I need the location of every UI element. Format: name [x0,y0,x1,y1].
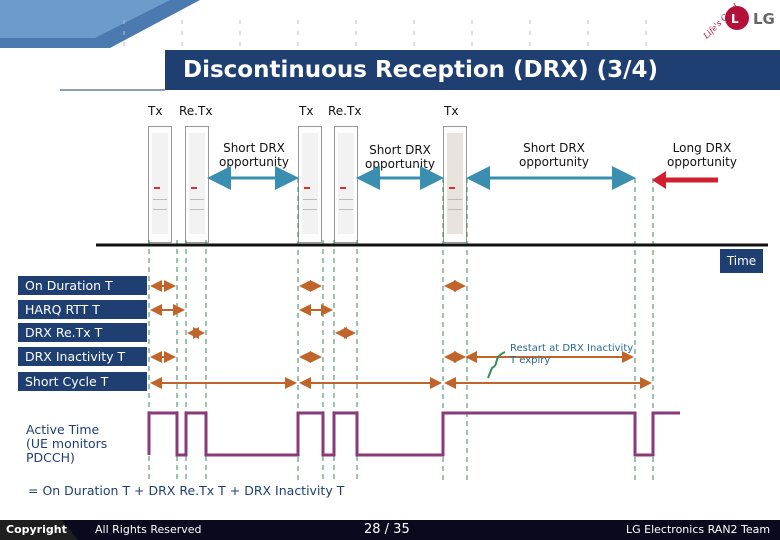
footer-rights: All Rights Reserved [95,523,202,536]
label-tx-3: Tx [444,104,459,118]
lg-logo-icon: L LG Life's Good [701,2,775,41]
phone-image-tx-1 [148,126,172,243]
active-time-label: Active Time (UE monitors PDCCH) [26,422,108,465]
label-retx-1: Re.Tx [179,104,213,118]
drx-timing-diagram [96,166,768,480]
label-retx-2: Re.Tx [328,104,362,118]
label-tx-1: Tx [148,104,163,118]
long-drx-arrowhead [652,171,666,189]
svg-text:L: L [731,12,739,26]
title-bar [165,50,780,90]
phone-image-retx-2 [334,126,358,243]
row-label-drx-retx: DRX Re.Tx T [18,323,147,342]
phone-image-retx-1 [185,126,209,243]
footer-copyright-badge [0,520,78,540]
short-drx-opportunity-1: Short DRX opportunity [219,141,289,169]
restart-squiggle [487,351,506,379]
logo-text: LG [753,10,775,28]
short-drx-opportunity-3: Short DRX opportunity [519,141,589,169]
time-label: Time [720,249,763,273]
footer-page-number: 28 / 35 [364,522,410,537]
active-time-formula: = On Duration T + DRX Re.Tx T + DRX Inac… [28,483,345,498]
row-label-harq-rtt: HARQ RTT T [18,300,147,319]
page-title: Discontinuous Reception (DRX) (3/4) [183,57,659,83]
footer-bar [0,520,780,540]
label-tx-2: Tx [299,104,314,118]
header-decoration [0,0,647,91]
row-label-short-cycle: Short Cycle T [18,372,147,391]
row-label-on-duration: On Duration T [18,276,147,295]
restart-note: Restart at DRX Inactivity T expiry [510,343,634,366]
footer-team: LG Electronics RAN2 Team [626,523,771,536]
footer-copyright: Copyright [6,523,67,536]
long-drx-opportunity: Long DRX opportunity [667,141,737,169]
lg-logo: L LG Life's Good [700,2,780,46]
phone-image-tx-3 [443,126,467,243]
active-time-waveform [147,411,680,457]
row-label-drx-inactivity: DRX Inactivity T [18,347,147,366]
